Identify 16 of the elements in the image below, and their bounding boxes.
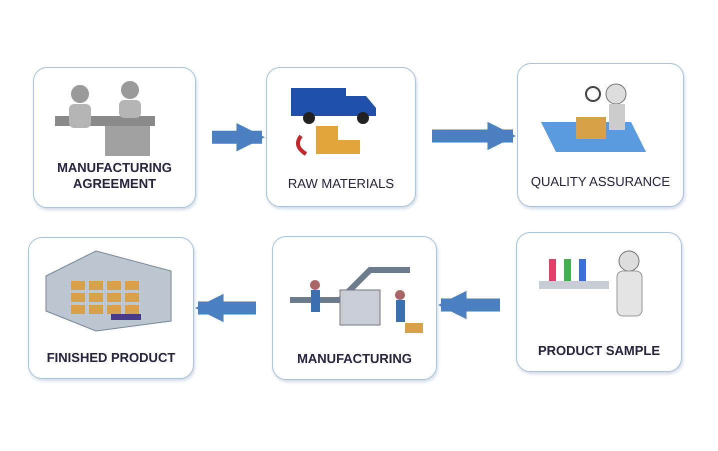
block-arrow [438,290,500,320]
step-label: MANUFACTURING [296,351,413,367]
process-card [33,67,196,208]
step-label: FINISHED PRODUCT [46,350,176,366]
step-label: PRODUCT SAMPLE [536,343,662,359]
block-arrow [432,122,516,150]
step-label: RAW MATERIALS [286,176,396,192]
block-arrow [212,122,265,152]
process-card [272,236,437,380]
process-card [266,67,416,207]
process-card [517,63,684,207]
process-card [516,232,682,372]
block-arrow [195,294,256,322]
process-card [28,237,194,379]
step-label: QUALITY ASSURANCE [530,174,672,190]
step-label: MANUFACTURING AGREEMENT [56,160,173,192]
